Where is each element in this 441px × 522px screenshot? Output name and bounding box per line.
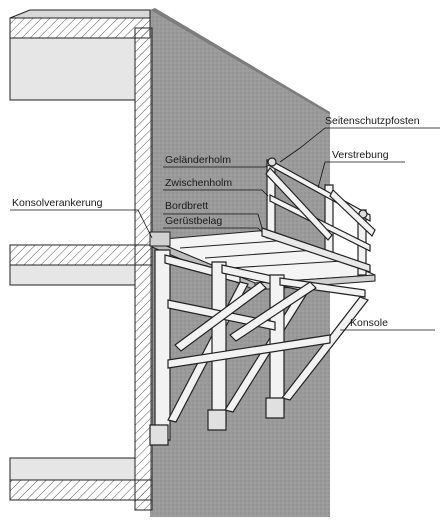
leader-lines [10, 127, 440, 331]
wall-anchor [149, 231, 171, 247]
label-konsole: Konsole [350, 317, 388, 329]
label-geruestbelag: Gerüstbelag [165, 215, 222, 227]
label-zwischenholm: Zwischenholm [165, 177, 232, 189]
guard-rail [261, 157, 376, 276]
label-seitenschutzpfosten: Seitenschutzpfosten [325, 115, 420, 127]
label-bordbrett: Bordbrett [165, 200, 208, 212]
floor-slabs [9, 9, 153, 511]
label-verstrebung: Verstrebung [332, 149, 389, 161]
label-gelaenderholm: Geländerholm [165, 154, 231, 166]
bracket-consoles [149, 249, 369, 446]
labels: Seitenschutzpfosten Verstrebung Geländer… [12, 115, 420, 329]
label-konsolverankerung: Konsolverankerung [12, 197, 103, 209]
